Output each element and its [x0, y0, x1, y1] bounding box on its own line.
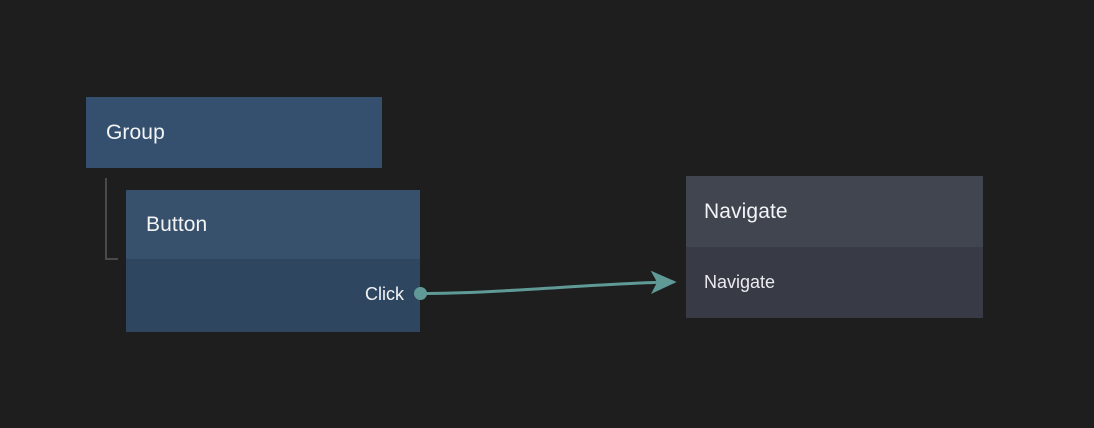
output-port-click-label: Click: [365, 284, 404, 304]
connection-edge-click-to-navigate[interactable]: [419, 270, 677, 295]
node-navigate[interactable]: Navigate Navigate: [686, 176, 983, 318]
node-group-header[interactable]: Group: [86, 97, 382, 168]
node-navigate-header[interactable]: Navigate: [686, 176, 983, 247]
node-navigate-body[interactable]: Navigate: [686, 247, 983, 318]
node-button-header[interactable]: Button: [126, 190, 420, 259]
node-group[interactable]: Group: [86, 97, 382, 168]
node-navigate-title: Navigate: [704, 199, 788, 223]
node-group-title: Group: [106, 120, 165, 144]
node-navigate-row-label: Navigate: [704, 272, 776, 292]
output-port-click[interactable]: Click: [365, 284, 404, 305]
group-child-bracket: [105, 178, 118, 260]
node-button-body: Click: [126, 259, 420, 332]
node-button[interactable]: Button Click: [126, 190, 420, 332]
node-button-title: Button: [146, 212, 208, 236]
output-pin-click-dot[interactable]: [414, 287, 427, 300]
